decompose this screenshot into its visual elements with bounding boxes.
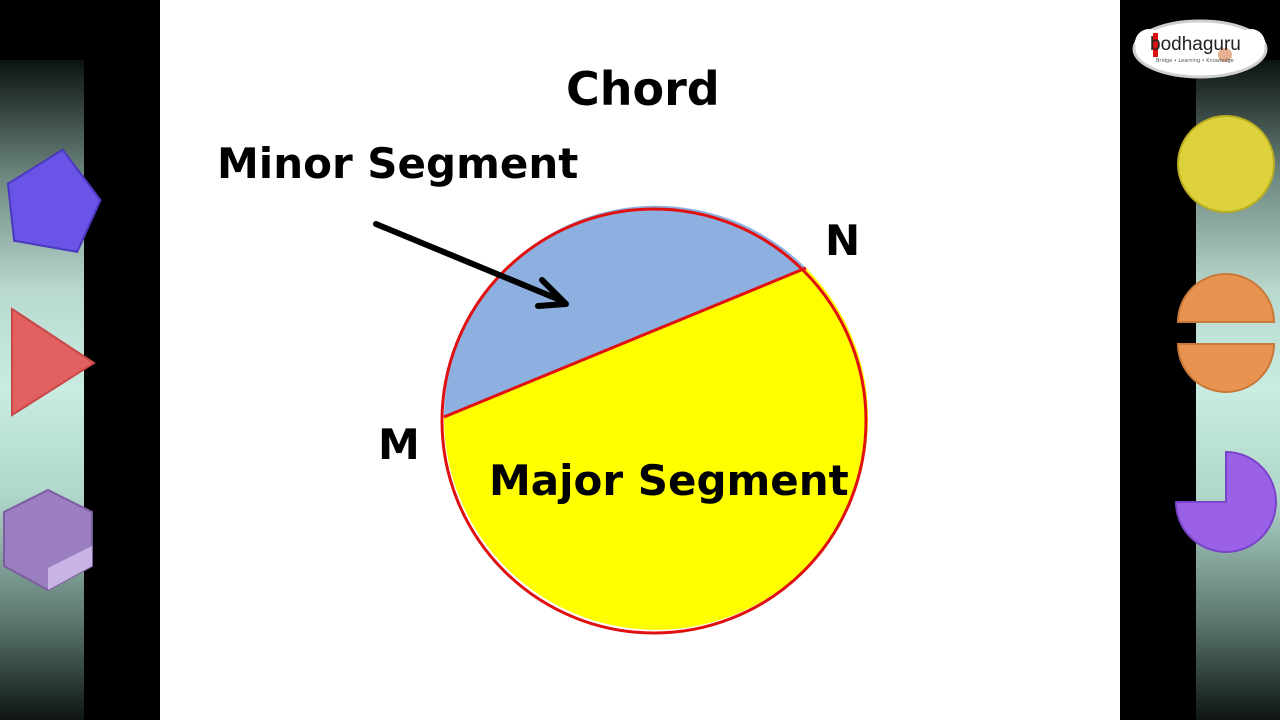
slide-canvas: Chord Minor Segment N M Major Segment — [160, 0, 1120, 720]
split-circle-icon — [1176, 273, 1276, 393]
major-segment-label: Major Segment — [489, 456, 849, 505]
minor-segment — [444, 205, 806, 417]
triangle-icon — [11, 307, 96, 417]
point-m-label: M — [378, 420, 420, 469]
circle-outline — [440, 207, 868, 635]
arrow-head — [535, 277, 569, 309]
right-panel — [1120, 0, 1280, 720]
major-segment — [443, 268, 868, 630]
bodhaguru-logo — [1132, 19, 1268, 79]
chord-line — [443, 266, 807, 419]
logo-text: bodhaguru — [1150, 34, 1241, 55]
left-panel — [0, 0, 160, 720]
circle-diagram — [373, 205, 868, 635]
pentagon-icon — [6, 148, 102, 253]
page-title: Chord — [566, 62, 720, 116]
circle-icon — [1177, 115, 1275, 213]
logo-tagline: Bridge • Learning • Knowledge — [1156, 58, 1234, 64]
arrow-shaft — [373, 221, 563, 303]
three-quarter-circle-icon — [1174, 450, 1277, 553]
minor-segment-label: Minor Segment — [217, 139, 579, 188]
point-n-label: N — [825, 216, 861, 265]
hexagon-icon — [3, 488, 93, 592]
